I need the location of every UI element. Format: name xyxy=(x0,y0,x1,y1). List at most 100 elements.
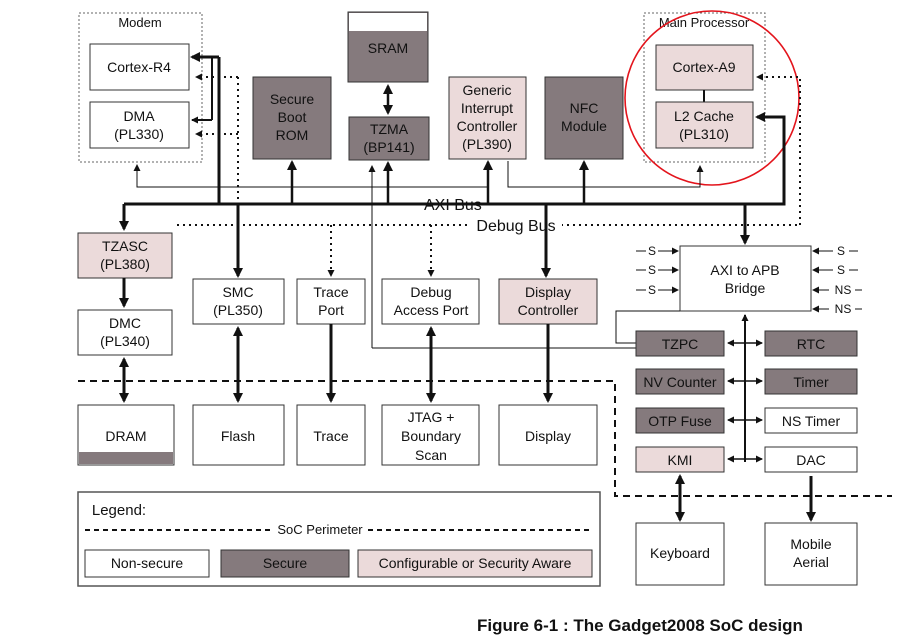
tzma-label-2: (BP141) xyxy=(363,139,414,155)
bridge-signal-left-2: S xyxy=(648,263,656,277)
jtag-block xyxy=(381,404,480,466)
legend-title: Legend: xyxy=(92,502,146,519)
gic-label-2: Interrupt xyxy=(461,100,513,116)
trace-port-label-1: Trace xyxy=(313,284,348,300)
rtc-label: RTC xyxy=(797,336,826,352)
smc-label-1: SMC xyxy=(222,284,253,300)
bridge-signals-left: S S S xyxy=(636,244,679,297)
display-controller-label-2: Controller xyxy=(518,302,579,318)
nfc-block xyxy=(544,76,624,160)
dac-label: DAC xyxy=(796,452,826,468)
dmc-block xyxy=(77,309,173,356)
legend-perimeter-label: SoC Perimeter xyxy=(277,522,363,537)
dac-block xyxy=(764,446,858,473)
jtag-label-2: Boundary xyxy=(401,428,461,444)
gic-block xyxy=(448,76,527,160)
kmi-block xyxy=(635,446,725,473)
bridge-signal-left-3: S xyxy=(648,283,656,297)
debug-access-port-label-2: Access Port xyxy=(394,302,469,318)
dma-label-1: DMA xyxy=(123,108,155,124)
legend-aware-label: Configurable or Security Aware xyxy=(379,555,572,571)
legend-non-secure xyxy=(84,549,210,578)
dmc-label-2: (PL340) xyxy=(100,333,150,349)
nv-counter-block xyxy=(635,368,725,395)
l2-cache-label-2: (PL310) xyxy=(679,126,729,142)
dma-label-2: (PL330) xyxy=(114,126,164,142)
legend-non-secure-label: Non-secure xyxy=(111,555,184,571)
keyboard-label: Keyboard xyxy=(650,545,710,561)
smc-block xyxy=(192,278,285,325)
bridge-signal-left-1: S xyxy=(648,244,656,258)
secure-boot-rom-block xyxy=(252,76,332,160)
tzasc-label-1: TZASC xyxy=(102,238,148,254)
sram-label: SRAM xyxy=(368,40,408,56)
legend-secure xyxy=(220,549,350,578)
trace-port-label-2: Port xyxy=(318,302,344,318)
secure-boot-rom-label-1: Secure xyxy=(270,91,315,107)
soc-perimeter xyxy=(78,380,892,497)
flash-block xyxy=(192,404,285,466)
dma-block xyxy=(89,101,190,149)
cortex-r4-label: Cortex-R4 xyxy=(107,59,171,75)
modem-label: Modem xyxy=(118,15,161,30)
legend-secure-label: Secure xyxy=(263,555,308,571)
kmi-label: KMI xyxy=(668,452,693,468)
rtc-block xyxy=(764,330,858,357)
ns-timer-block xyxy=(764,407,858,434)
mobile-aerial-label-1: Mobile xyxy=(790,536,831,552)
axi-apb-bridge-block xyxy=(679,245,812,312)
nfc-label-1: NFC xyxy=(570,100,599,116)
tzma-block xyxy=(348,116,430,161)
tzasc-label-2: (PL380) xyxy=(100,256,150,272)
axi-apb-bridge-label-2: Bridge xyxy=(725,280,766,296)
l2-cache-label-1: L2 Cache xyxy=(674,108,734,124)
jtag-label-3: Scan xyxy=(415,447,447,463)
main-processor-label: Main Processor xyxy=(659,15,750,30)
jtag-label-1: JTAG + xyxy=(408,409,455,425)
debug-bus-label: Debug Bus xyxy=(476,218,555,235)
bridge-signal-right-4: NS xyxy=(835,302,852,316)
dram-label: DRAM xyxy=(105,428,146,444)
l2-cache-block xyxy=(655,101,754,149)
bridge-signal-right-2: S xyxy=(837,263,845,277)
display-block xyxy=(498,404,598,466)
trace-port-block xyxy=(296,278,366,325)
sram-top-band xyxy=(349,13,427,31)
display-controller-block xyxy=(498,278,598,325)
otp-fuse-block xyxy=(635,407,725,434)
gic-label-1: Generic xyxy=(462,82,511,98)
trace-label: Trace xyxy=(313,428,348,444)
nv-counter-label: NV Counter xyxy=(643,374,716,390)
display-label: Display xyxy=(525,428,571,444)
ns-timer-label: NS Timer xyxy=(782,413,841,429)
flash-label: Flash xyxy=(221,428,255,444)
keyboard-block xyxy=(635,522,725,586)
bridge-signal-right-3: NS xyxy=(835,283,852,297)
nfc-label-2: Module xyxy=(561,118,607,134)
axi-apb-bridge-label-1: AXI to APB xyxy=(710,262,779,278)
otp-fuse-label: OTP Fuse xyxy=(648,413,712,429)
timer-block xyxy=(764,368,858,395)
secure-boot-rom-label-2: Boot xyxy=(278,109,307,125)
axi-bus-label: AXI Bus xyxy=(424,197,482,214)
timer-label: Timer xyxy=(793,374,829,390)
secure-boot-rom-label-3: ROM xyxy=(276,127,309,143)
tzasc-block xyxy=(77,232,173,279)
display-controller-label-1: Display xyxy=(525,284,571,300)
figure-caption: Figure 6-1 : The Gadget2008 SoC design xyxy=(477,616,803,635)
dmc-label-1: DMC xyxy=(109,315,141,331)
debug-access-port-label-1: Debug xyxy=(410,284,451,300)
trace-block xyxy=(296,404,366,466)
tzpc-label: TZPC xyxy=(662,336,699,352)
bridge-signals-right: S S NS NS xyxy=(812,244,862,316)
gic-label-3: Controller xyxy=(457,118,518,134)
debug-access-port-block xyxy=(381,278,480,325)
gic-label-4: (PL390) xyxy=(462,136,512,152)
bridge-signal-right-1: S xyxy=(837,244,845,258)
cortex-a9-label: Cortex-A9 xyxy=(672,59,735,75)
legend-aware xyxy=(357,549,593,578)
cortex-a9-block xyxy=(655,44,754,91)
tzma-label-1: TZMA xyxy=(370,121,409,137)
